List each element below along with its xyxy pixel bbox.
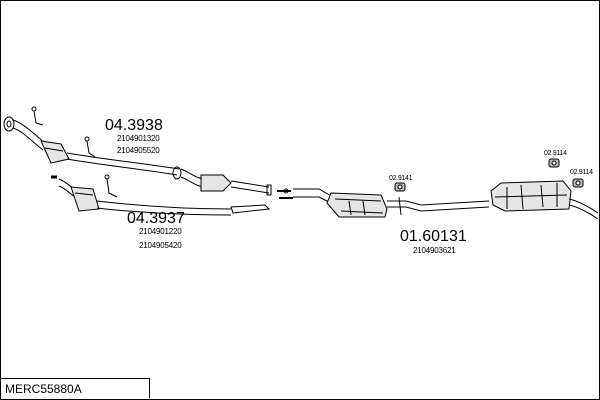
part-number-02-9114: 02.9114: [544, 150, 567, 157]
part-number-02-9141: 02.9141: [389, 175, 413, 182]
rear-muffler: [490, 180, 599, 220]
part-ref: 2104905420: [139, 241, 182, 250]
intermediate-pipe: [277, 188, 334, 204]
hanger-02-9141: [394, 182, 406, 192]
part-ref: 2104905520: [117, 146, 160, 155]
part-ref: 2104903621: [413, 246, 456, 255]
part-number-02-9114: 02.9114: [570, 169, 593, 176]
part-number-01-60131: 01.60131: [400, 228, 467, 245]
front-pipe-lower: [51, 174, 271, 216]
catalytic-converter: [172, 166, 272, 196]
hanger-02-9114-a: [548, 158, 560, 168]
front-pipe-upper: [3, 106, 180, 176]
part-ref: 2104901220: [139, 227, 182, 236]
middle-muffler: [326, 192, 388, 218]
rear-pipe: [387, 196, 490, 216]
part-number-04-3938: 04.3938: [105, 117, 163, 134]
hanger-02-9114-b: [572, 178, 584, 188]
model-code: MERC55880A: [1, 378, 150, 398]
part-number-04-3937: 04.3937: [127, 210, 185, 227]
part-ref: 2104901320: [117, 134, 160, 143]
